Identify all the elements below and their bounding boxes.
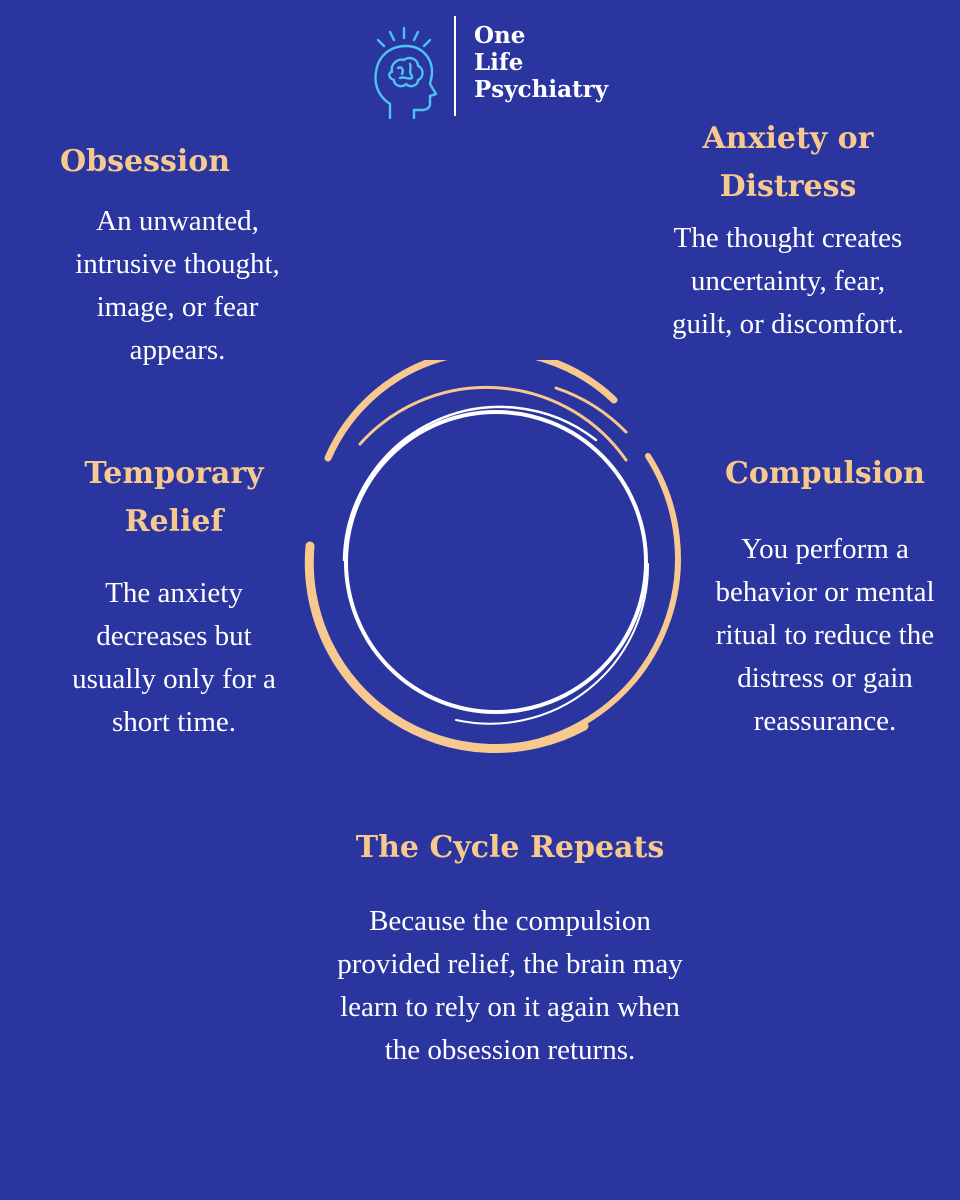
description-line: decreases but: [96, 620, 252, 652]
description-line: behavior or mental: [715, 576, 935, 608]
stage-obsession: Obsession An unwanted, intrusive thought…: [40, 138, 340, 372]
description-line: provided relief, the brain may: [337, 948, 683, 980]
brand-name-line: Life: [474, 49, 524, 76]
stage-repeats: The Cycle Repeats Because the compulsion…: [290, 824, 730, 1072]
stage-anxiety: Anxiety or Distress The thought creates …: [638, 115, 938, 346]
head-brain-icon: [374, 26, 438, 120]
brand-name: One Life Psychiatry: [474, 22, 608, 103]
description-line: reassurance.: [753, 705, 897, 737]
title-line: Distress: [719, 169, 857, 204]
description-line: uncertainty, fear,: [690, 265, 886, 297]
brand-logo: One Life Psychiatry: [368, 14, 628, 120]
description-line: ritual to reduce the: [715, 619, 935, 651]
stage-compulsion: Compulsion You perform a behavior or men…: [696, 450, 954, 743]
stage-title: Obsession: [60, 144, 231, 179]
title-line: Relief: [124, 504, 224, 539]
description-line: You perform a: [741, 533, 909, 565]
description-line: An unwanted,: [96, 205, 259, 237]
description-line: The anxiety: [105, 577, 243, 609]
stage-description: Because the compulsion provided relief, …: [290, 900, 730, 1072]
description-line: learn to rely on it again when: [340, 991, 680, 1023]
stage-title: Compulsion: [725, 456, 925, 491]
description-line: guilt, or discomfort.: [672, 308, 904, 340]
description-line: The thought creates: [673, 222, 903, 254]
description-line: distress or gain: [737, 662, 913, 694]
description-line: intrusive thought,: [75, 248, 280, 280]
stage-description: You perform a behavior or mental ritual …: [696, 528, 954, 743]
description-line: Because the compulsion: [369, 905, 651, 937]
stage-description: The thought creates uncertainty, fear, g…: [638, 217, 938, 346]
description-line: appears.: [129, 334, 226, 366]
stage-relief: Temporary Relief The anxiety decreases b…: [50, 450, 298, 744]
brand-name-line: One: [474, 22, 526, 49]
description-line: the obsession returns.: [384, 1034, 636, 1066]
logo-divider: [454, 16, 456, 116]
description-line: short time.: [111, 706, 237, 738]
stage-description: An unwanted, intrusive thought, image, o…: [40, 200, 315, 372]
stage-description: The anxiety decreases but usually only f…: [50, 572, 298, 744]
stage-title: Anxiety or Distress: [638, 115, 938, 211]
description-line: usually only for a: [72, 663, 276, 695]
title-line: Temporary: [84, 456, 264, 491]
cycle-ring-icon: [304, 360, 681, 754]
stage-title: The Cycle Repeats: [355, 830, 665, 865]
brand-name-line: Psychiatry: [474, 76, 609, 103]
title-line: Anxiety or: [702, 121, 874, 156]
description-line: image, or fear: [96, 291, 259, 323]
stage-title: Temporary Relief: [50, 450, 298, 546]
